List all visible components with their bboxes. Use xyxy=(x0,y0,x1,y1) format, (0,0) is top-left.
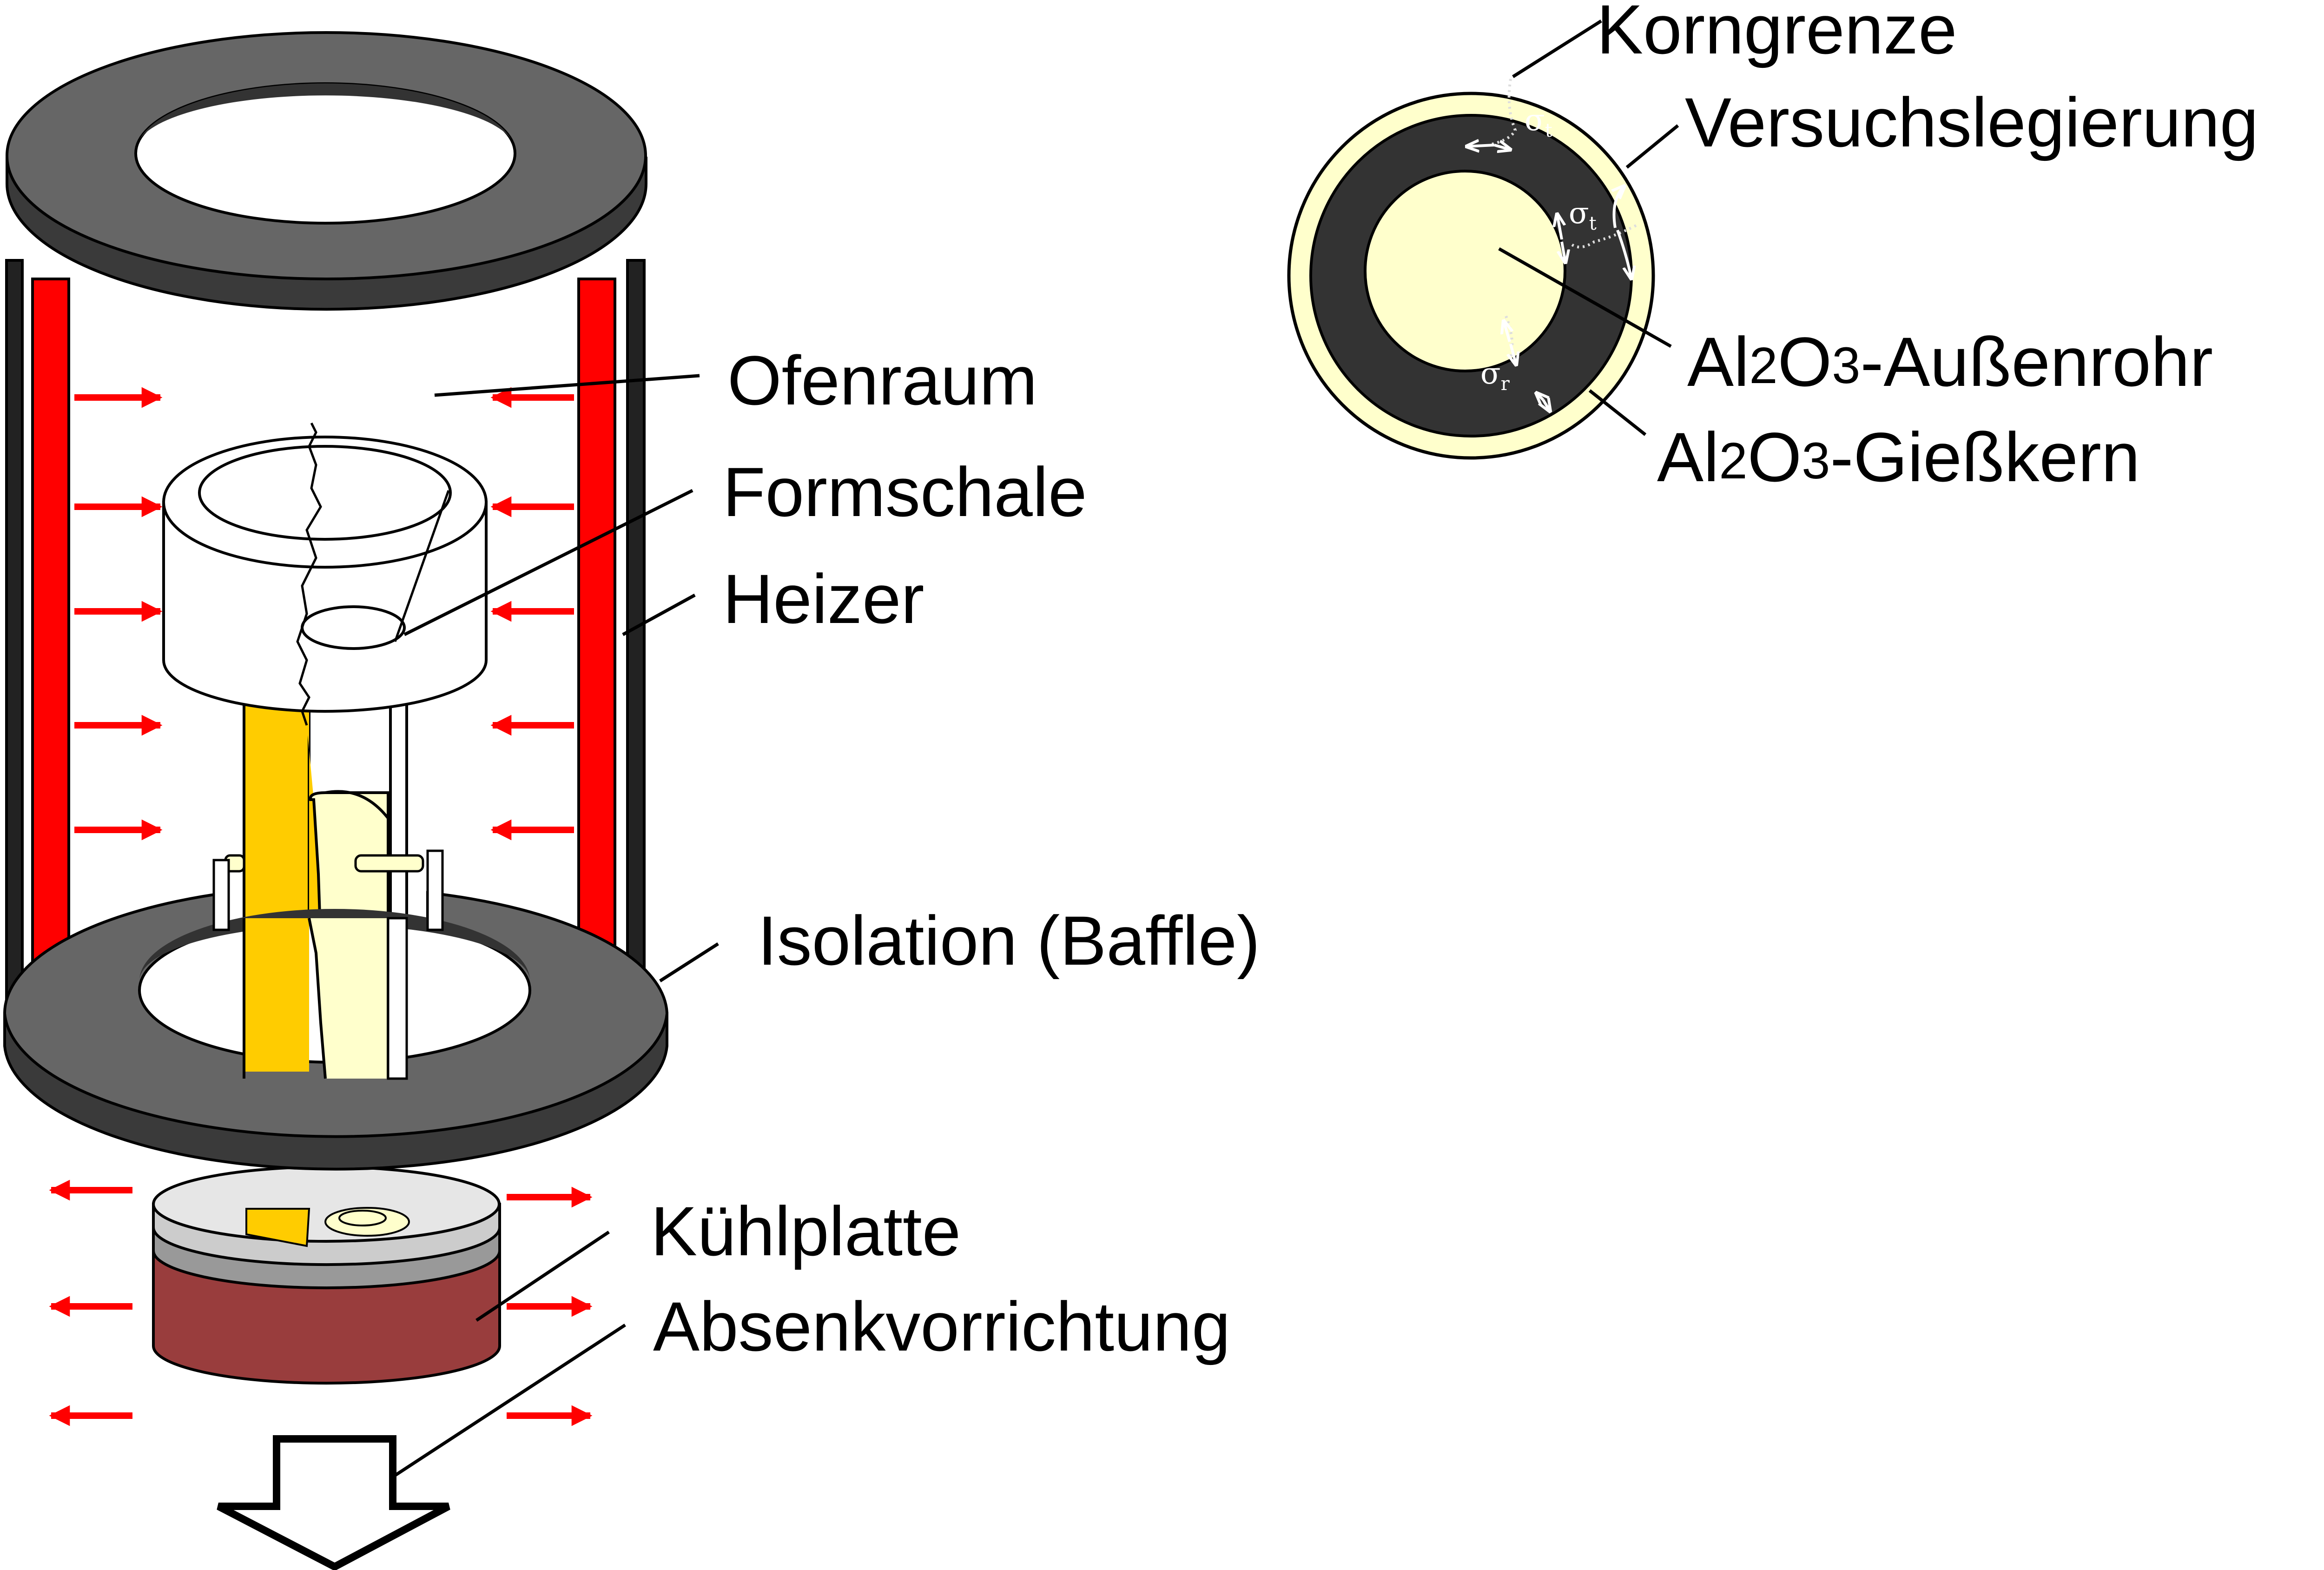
label-formschale: Formschale xyxy=(723,453,1087,531)
cooling-plate xyxy=(152,1166,501,1290)
label-giesskern: Al2O3-Gießkern xyxy=(1657,418,2140,496)
label-kuehlplatte: Kühlplatte xyxy=(651,1192,961,1270)
support-post-right xyxy=(626,259,646,1015)
label-ofenraum: Ofenraum xyxy=(727,341,1037,419)
leader-lines-cross-section xyxy=(1498,20,1679,436)
heater-left xyxy=(31,278,70,987)
label-isolation: Isolation (Baffle) xyxy=(758,901,1260,980)
lowering-arrow-icon xyxy=(217,1435,450,1570)
heat-arrows-inward xyxy=(74,387,574,841)
label-versuchslegierung: Versuchslegierung xyxy=(1685,83,2258,161)
sigma-t-right: σt xyxy=(1569,196,1597,234)
baffle xyxy=(3,849,669,1171)
label-aussenrohr: Al2O3-Außenrohr xyxy=(1687,323,2213,401)
top-ring xyxy=(6,31,647,311)
heat-arrows-outward xyxy=(49,1179,593,1426)
support-post-left xyxy=(5,259,24,1001)
cross-section: σt σt σr xyxy=(1287,72,1655,460)
sigma-t-top: σt xyxy=(1525,103,1552,141)
label-absenkvorrichtung: Absenkvorrichtung xyxy=(653,1287,1230,1365)
label-heizer: Heizer xyxy=(723,560,924,638)
leader-lines-furnace xyxy=(390,374,719,1480)
label-korngrenze: Korngrenze xyxy=(1597,0,1957,68)
sigma-r-bottom: σr xyxy=(1480,357,1510,395)
